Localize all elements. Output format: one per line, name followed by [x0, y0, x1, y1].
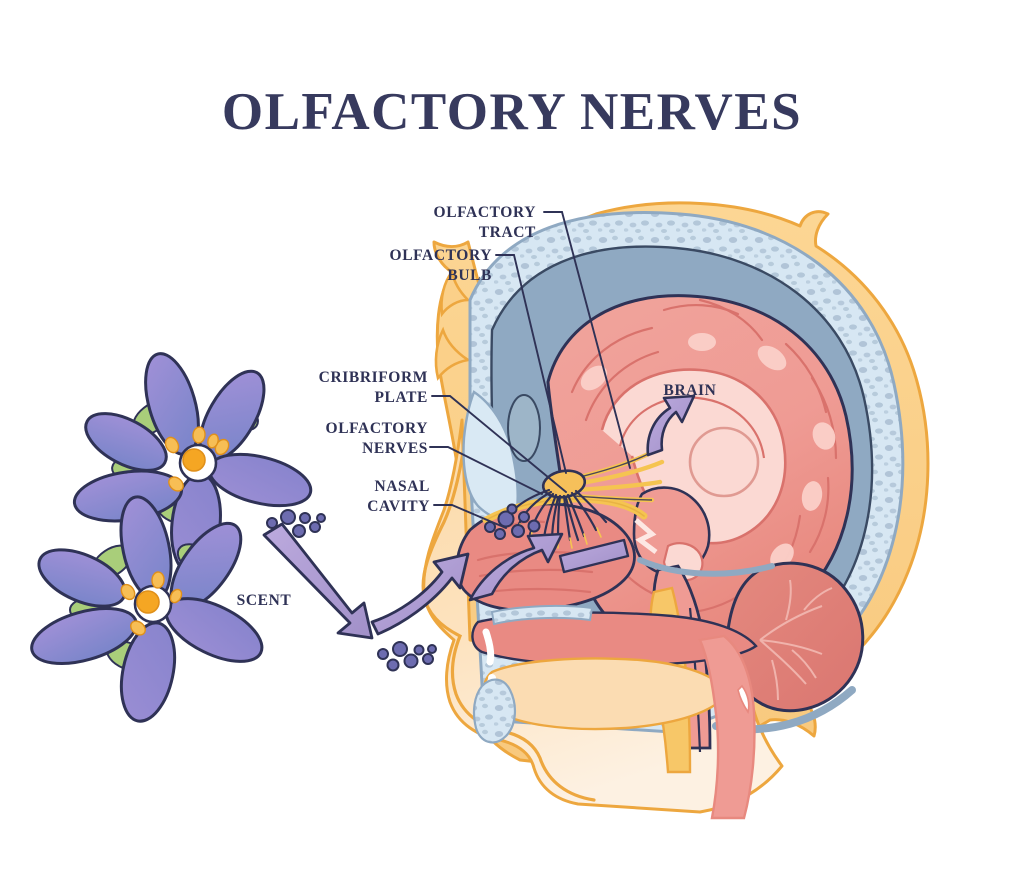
label-brain: BRAIN	[663, 382, 717, 399]
leader-lines	[429, 211, 631, 529]
optic-chiasm	[634, 518, 658, 554]
inhale-arrow	[370, 552, 470, 636]
scent-cluster-nasal	[484, 503, 541, 540]
corpus-callosum-inner	[618, 396, 766, 459]
flower-upper-pistil	[182, 448, 206, 472]
hair-lock-lower	[434, 326, 472, 381]
page-title: OLFACTORY NERVES	[221, 83, 803, 141]
label-cribriform-plate: CRIBRIFORM PLATE	[318, 369, 428, 406]
flower-lower-pistil	[136, 590, 160, 614]
label-olfactory-bulb: OLFACTORY BULB	[389, 247, 492, 284]
label-scent: SCENT	[236, 592, 292, 609]
teeth-upper	[482, 628, 495, 666]
leader-nasal-cavity	[433, 504, 507, 529]
maxilla-bone	[490, 604, 594, 626]
head-figure	[421, 201, 930, 820]
olfactory-bulb	[541, 469, 587, 499]
leader-olfactory-nerves	[429, 446, 543, 495]
leader-olfactory-bulb	[495, 254, 567, 474]
brain-arrow	[646, 394, 696, 457]
hair-lock-upper	[440, 269, 472, 318]
cerebrum-sulci-blobs	[580, 333, 836, 569]
flower-upper-stamens	[164, 426, 230, 492]
face-profile-contour	[421, 428, 596, 802]
thalamus	[688, 426, 760, 498]
leader-cribriform-plate	[431, 395, 567, 493]
uvula	[737, 684, 750, 714]
scent-cluster-upper	[266, 509, 326, 539]
tentorium	[637, 557, 775, 577]
orbit-cavity	[507, 394, 541, 462]
mandible-bone	[472, 678, 516, 744]
nasal-arrow	[468, 532, 564, 602]
label-olfactory-nerves: OLFACTORY NERVES	[325, 420, 428, 457]
label-nasal-cavity: NASAL CAVITY	[367, 478, 430, 515]
pharynx	[698, 634, 756, 820]
label-olfactory-tract: OLFACTORY TRACT	[433, 204, 536, 241]
arbor-vitae	[759, 579, 833, 701]
scent-arrow	[262, 522, 374, 640]
airway-bar-arrow	[558, 538, 630, 574]
flower-lower	[30, 495, 264, 723]
leader-olfactory-tract	[543, 211, 631, 469]
scent-cluster-lower	[377, 641, 437, 672]
flower-lower-petals	[30, 495, 264, 723]
flower-lower-stamens	[120, 571, 183, 636]
